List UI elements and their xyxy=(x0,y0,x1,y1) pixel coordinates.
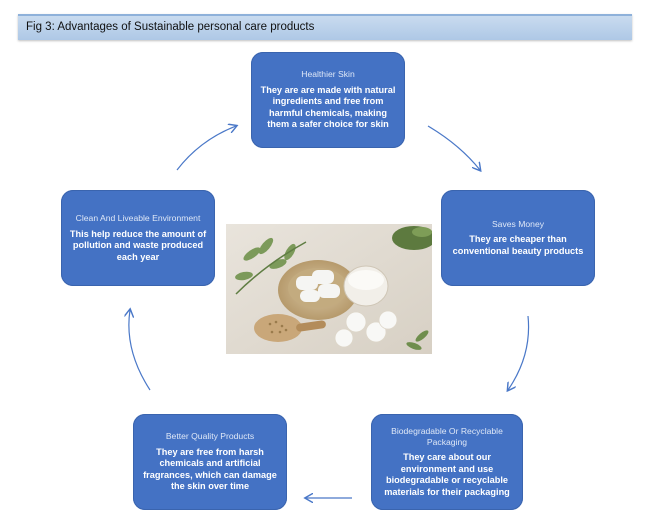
arrow-healthier-to-saves xyxy=(427,125,480,170)
node-title: Healthier Skin xyxy=(301,69,355,80)
arrow-saves-to-biodegradable xyxy=(508,315,530,390)
node-text: They are free from harsh chemicals and a… xyxy=(143,446,277,492)
node-title: Saves Money xyxy=(491,218,545,229)
node-saves-money: Saves Money They are cheaper than conven… xyxy=(441,190,595,286)
figure-caption: Fig 3: Advantages of Sustainable persona… xyxy=(26,21,315,33)
node-better-quality: Better Quality Products They are free fr… xyxy=(133,414,287,510)
node-healthier-skin: Healthier Skin They are are made with na… xyxy=(251,52,405,148)
figure-caption-bar: Fig 3: Advantages of Sustainable persona… xyxy=(18,14,632,40)
node-title: Better Quality Products xyxy=(165,431,255,442)
arrow-quality-to-clean xyxy=(129,310,151,391)
node-text: They are cheaper than conventional beaut… xyxy=(452,234,584,256)
arrow-clean-to-healthier xyxy=(176,126,236,171)
product-photo-illustration xyxy=(226,224,432,354)
center-product-photo xyxy=(226,224,432,354)
node-text: They care about our environment and use … xyxy=(384,452,510,497)
node-biodegradable-packaging: Biodegradable Or Recyclable Packaging Th… xyxy=(371,414,523,510)
node-title: Biodegradable Or Recyclable Packaging xyxy=(391,425,503,447)
node-text: This help reduce the amount of pollution… xyxy=(69,228,207,262)
node-clean-environment: Clean And Liveable Environment This help… xyxy=(61,190,215,286)
node-text: They are are made with natural ingredien… xyxy=(260,84,396,130)
node-title: Clean And Liveable Environment xyxy=(75,212,201,223)
